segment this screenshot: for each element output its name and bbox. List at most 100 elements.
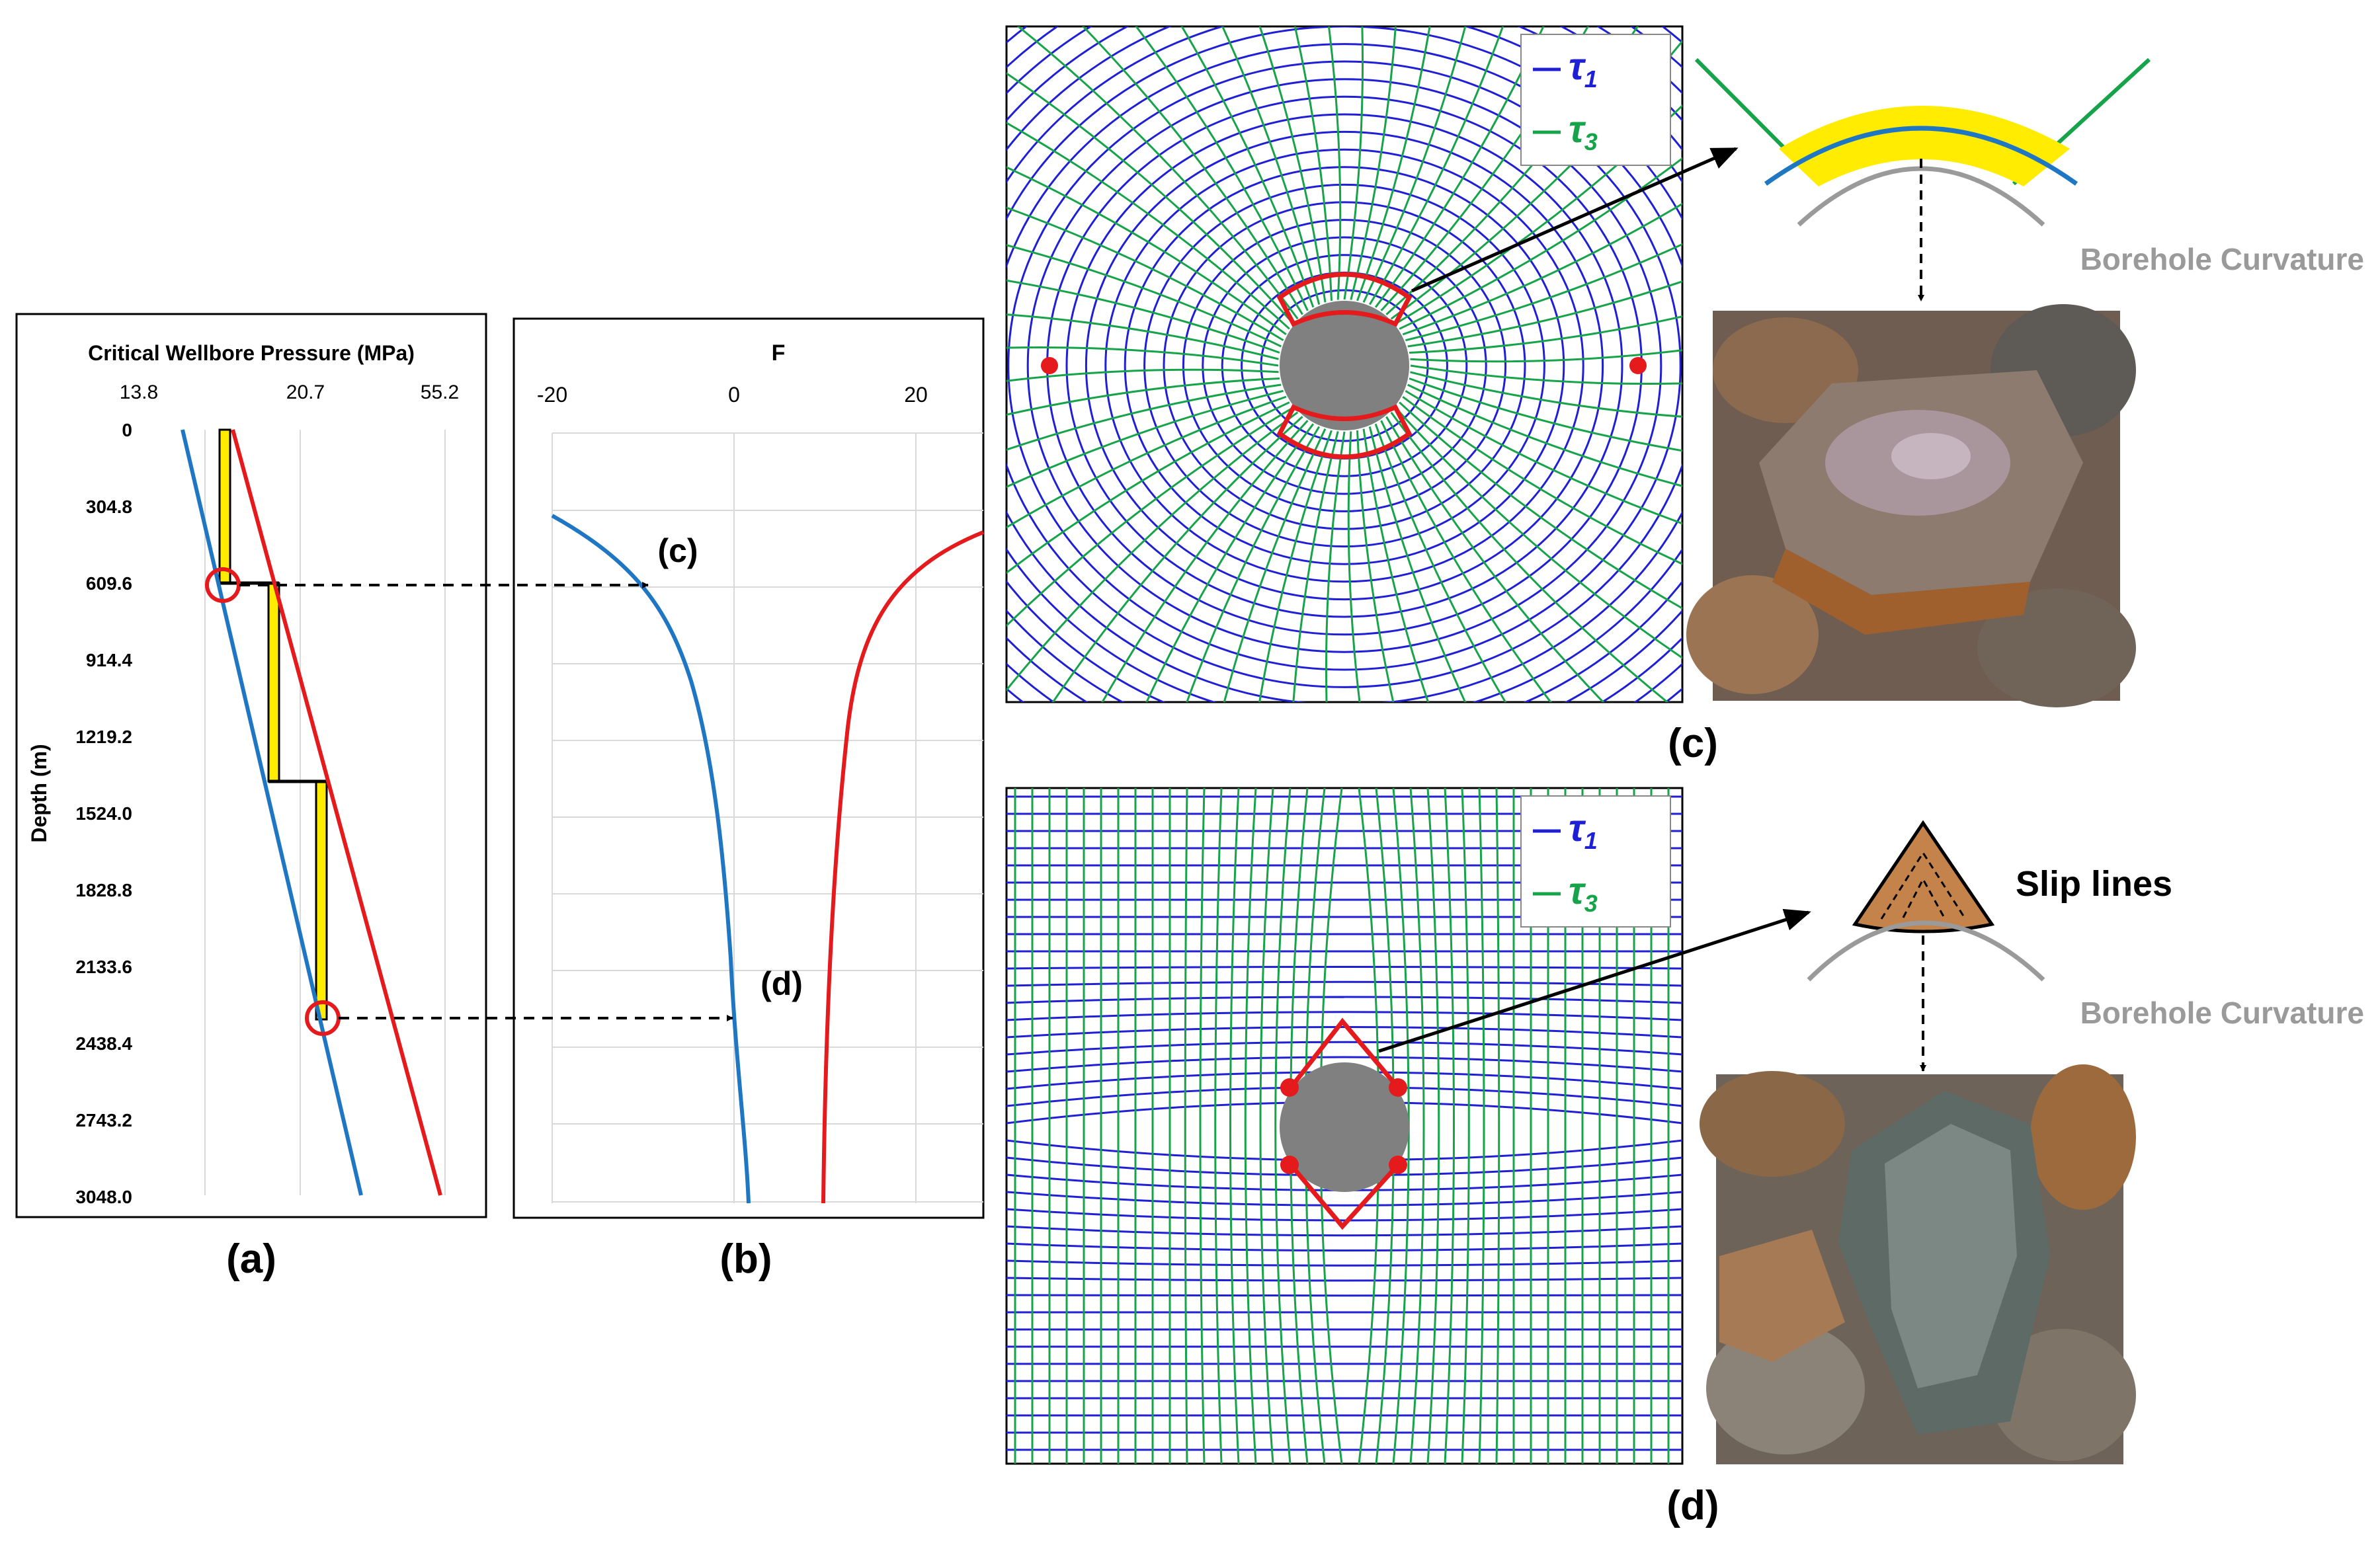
tau3-trajectory xyxy=(1402,395,1682,565)
tau3-trajectory xyxy=(1006,166,1287,336)
tau3-trajectory xyxy=(1258,26,1327,303)
tau3-trajectory xyxy=(1362,428,1430,702)
tau3-trajectory xyxy=(1399,401,1682,610)
tau3-trajectory xyxy=(1221,26,1321,305)
panel-d-slip-line xyxy=(1880,851,1967,920)
panel-c-legend xyxy=(1520,34,1671,166)
panel-c-breakout-top xyxy=(1276,272,1413,327)
panel-b-x-tick: 20 xyxy=(904,383,928,407)
panel-a-y-tick: 304.8 xyxy=(86,496,132,517)
tau3-trajectory xyxy=(1293,26,1333,301)
tau1-trajectory xyxy=(1007,60,1682,671)
tau3-trajectory xyxy=(1006,368,1279,382)
tau3-trajectory xyxy=(1006,244,1282,348)
panel-a-x-tick: 13.8 xyxy=(120,381,158,403)
panel-d-borehole xyxy=(1280,1062,1409,1192)
tau3-trajectory xyxy=(1325,431,1346,702)
panel-a-blue-curve xyxy=(181,429,363,1196)
tau1-trajectory xyxy=(1026,78,1662,653)
tau3-trajectory xyxy=(1410,371,1682,418)
panel-d-rock-photo xyxy=(1700,1064,2136,1464)
tau3-trajectory xyxy=(1006,383,1282,451)
tau3-trajectory xyxy=(1006,279,1280,354)
panel-d-breakout-bottom xyxy=(1289,1163,1400,1230)
panel-b-grid xyxy=(552,432,983,1203)
tau1-trajectory xyxy=(1221,254,1468,477)
tau3-trajectory xyxy=(1410,364,1682,385)
tau1-trajectory xyxy=(1065,113,1623,618)
tau3-trajectory xyxy=(1374,423,1507,702)
tau3-trajectory xyxy=(1244,788,1257,1464)
tau1-trajectory xyxy=(1006,1277,1682,1282)
panel-c-highlight xyxy=(1779,106,2070,186)
tau3-trajectory xyxy=(1006,395,1287,529)
tau3-trajectory xyxy=(1495,788,1500,1464)
panel-b-x-tick: 0 xyxy=(728,383,740,407)
panel-b-caption: (b) xyxy=(719,1236,772,1282)
casing-bar xyxy=(315,780,328,1021)
tau3-trajectory xyxy=(1395,104,1682,325)
panel-c-caption: (c) xyxy=(1668,721,1718,766)
panel-d-point xyxy=(1389,1156,1407,1174)
tau3-trajectory xyxy=(1409,788,1425,1464)
panel-a-casing-bars xyxy=(218,428,328,1021)
panel-c-breakout-bottom xyxy=(1276,404,1413,459)
tau3-trajectory xyxy=(1343,26,1364,300)
casing-bar xyxy=(218,428,231,584)
tau3-trajectory xyxy=(1461,788,1470,1464)
tau1-trajectory xyxy=(1260,289,1429,442)
panel-c-zoom-arrow xyxy=(1411,147,1739,293)
tau3-trajectory xyxy=(1362,26,1467,303)
panel-a-y-tick: 2133.6 xyxy=(75,957,132,977)
tau1-trajectory xyxy=(1163,201,1526,530)
tau3-trajectory xyxy=(1402,202,1682,336)
tau3-trajectory xyxy=(1385,416,1605,702)
panel-c: τ1 τ3 Borehole Curvature (c) xyxy=(1005,25,2364,766)
tau3-trajectory xyxy=(1006,206,1284,342)
tau3-trajectory xyxy=(1006,72,1294,325)
panel-b-x-tick: -20 xyxy=(537,383,567,407)
tau3-trajectory xyxy=(1199,788,1206,1464)
tau3-trajectory xyxy=(1368,426,1467,702)
panel-b-blue-curve xyxy=(551,514,751,1204)
tau1-trajectory xyxy=(1202,236,1487,495)
legend-tau1-label: τ1 xyxy=(1569,45,1598,93)
tau3-trajectory xyxy=(1081,26,1303,315)
tau1-trajectory xyxy=(1006,966,1682,970)
tau3-trajectory xyxy=(1444,788,1455,1464)
tau1-trajectory xyxy=(1006,1225,1682,1237)
panel-b-red-curve xyxy=(821,530,985,1204)
tau3-trajectory xyxy=(1101,420,1309,702)
tau3-trajectory xyxy=(1356,430,1395,702)
tau3-trajectory xyxy=(1399,157,1682,330)
tau3-trajectory xyxy=(1407,280,1682,348)
panel-a-caption: (a) xyxy=(226,1236,276,1282)
tau3-trajectory xyxy=(1409,315,1682,354)
panel-d-breakout-top xyxy=(1289,1017,1400,1089)
tau1-trajectory xyxy=(1006,26,1682,702)
panel-d-point xyxy=(1280,1078,1299,1097)
panel-d-slip-label: Slip lines xyxy=(2016,864,2172,904)
tau3-trajectory xyxy=(1006,377,1280,416)
panel-a-y-tick: 3048.0 xyxy=(75,1187,132,1207)
tau3-trajectory xyxy=(1292,431,1339,702)
panel-a-grid xyxy=(204,430,446,1195)
tau3-trajectory xyxy=(1409,377,1682,452)
tau3-trajectory xyxy=(1327,26,1342,300)
tau3-trajectory xyxy=(1006,401,1290,574)
panel-d-caption: (d) xyxy=(1666,1483,1719,1528)
tau1-trajectory xyxy=(1006,1011,1682,1021)
panel-c-borehole-curve xyxy=(1797,166,2045,227)
tau1-trajectory xyxy=(1006,26,1682,702)
panel-a-steps xyxy=(220,581,327,783)
panel-a: Critical Wellbore Pressure (MPa) 13.8 20… xyxy=(15,313,487,1282)
tau1-trajectory xyxy=(1006,1242,1682,1251)
panel-d-curvature-label: Borehole Curvature xyxy=(2080,996,2364,1030)
tau3-trajectory xyxy=(1214,788,1223,1464)
panel-d-borehole-curve xyxy=(1807,920,2045,982)
tau3-trajectory xyxy=(1006,346,1279,367)
tau3-trajectory xyxy=(1350,26,1397,300)
panel-a-y-tick: 0 xyxy=(122,420,132,440)
tau1-trajectory xyxy=(1241,271,1448,460)
tau3-trajectory xyxy=(1135,26,1309,311)
